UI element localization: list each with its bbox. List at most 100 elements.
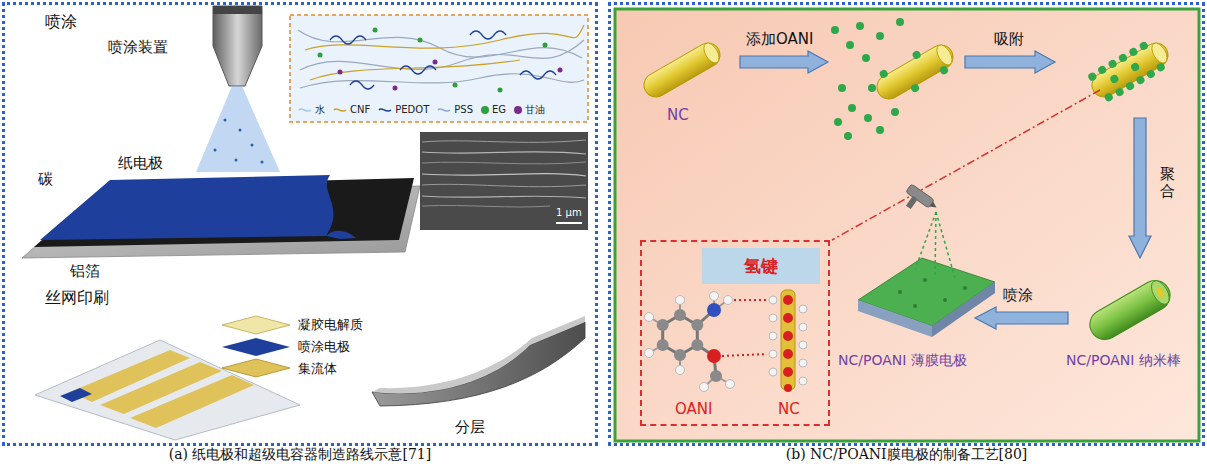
- legend-swatch: [481, 106, 489, 114]
- flexible-device: [372, 316, 585, 406]
- spray-mist: [235, 159, 238, 162]
- oani-molecules: [862, 54, 870, 62]
- zoom-link-line: [832, 90, 1100, 240]
- printed-substrate: [35, 340, 300, 440]
- spray-mist: [196, 86, 280, 172]
- nanorod: [1135, 75, 1146, 86]
- zoom-inset-a: [318, 53, 323, 58]
- nc-rod-model: [783, 313, 793, 323]
- sem-image: [420, 132, 588, 230]
- oani-molecule-model: [707, 303, 721, 317]
- sem-image: [420, 132, 588, 230]
- part-label: 分层: [455, 418, 485, 436]
- coated-nanorod: [1084, 275, 1175, 345]
- layer-stack: [222, 359, 290, 377]
- film-electrode: [858, 258, 995, 337]
- film-electrode: [932, 282, 995, 337]
- nanorod: [1088, 39, 1173, 102]
- legend-line-sample: [378, 106, 392, 114]
- nanorod: [939, 65, 950, 76]
- zoom-inset-a: [290, 15, 588, 122]
- oani-molecules: [834, 118, 842, 126]
- legend-text: 水: [315, 104, 325, 116]
- legend-line-sample: [334, 109, 346, 111]
- nanorod: [1109, 74, 1120, 85]
- sem-image: [422, 184, 586, 186]
- section-label: 丝网印刷: [45, 288, 109, 307]
- process-background: [615, 9, 1199, 441]
- nanorod: [934, 42, 955, 67]
- zoom-inset-a: [453, 83, 458, 88]
- nc-rod-model: [769, 368, 777, 376]
- film-electrode: [943, 298, 947, 302]
- sem-image: [422, 174, 586, 176]
- legend-item: 水: [298, 104, 325, 116]
- nanorod: [640, 39, 725, 102]
- oani-molecule-model: [657, 319, 669, 331]
- nc-rod-model: [784, 384, 792, 392]
- spray-mist: [915, 212, 955, 278]
- material-label: NC/POANI 薄膜电极: [838, 352, 967, 369]
- paper-electrode: [326, 231, 356, 239]
- nanorod: [1125, 81, 1136, 92]
- oani-molecule-model: [657, 339, 669, 351]
- oani-molecule-model: [645, 349, 654, 358]
- oani-molecules: [844, 132, 852, 140]
- step-label: 喷涂: [1003, 286, 1033, 304]
- nanorod: [910, 83, 921, 94]
- oani-molecule-model: [674, 349, 686, 361]
- legend-line-sample: [438, 109, 450, 111]
- spray-gun: [899, 184, 939, 221]
- section-label: 喷涂: [45, 12, 77, 31]
- nc-rod-model: [781, 290, 795, 390]
- nanorod: [1145, 69, 1156, 80]
- nanorod: [1130, 62, 1141, 73]
- paper-electrode: [40, 175, 356, 240]
- nc-rod-model: [783, 295, 793, 305]
- zoom-inset-a: [330, 36, 366, 44]
- oani-molecules: [848, 104, 856, 112]
- oani-molecule-model: [700, 383, 709, 392]
- nanorod: [878, 68, 889, 79]
- spray-gun: [906, 184, 935, 208]
- oani-molecules: [876, 32, 884, 40]
- zoom-inset-a: [558, 68, 563, 73]
- process-background: [615, 9, 1199, 441]
- legend-text: PSS: [454, 104, 473, 116]
- oani-molecules: [868, 84, 876, 92]
- oani-molecule-model: [676, 296, 685, 305]
- box-label: 氢键: [744, 256, 778, 276]
- oani-molecule-model: [724, 296, 733, 305]
- nc-rod-model: [783, 367, 793, 377]
- nanorod: [911, 49, 922, 60]
- oani-molecule-model: [645, 313, 654, 322]
- nanorod: [701, 40, 722, 65]
- nanorod: [1149, 40, 1170, 65]
- nc-rod-model: [799, 305, 807, 313]
- legend-text: 甘油: [525, 104, 545, 116]
- step-label: 聚合: [1160, 166, 1175, 199]
- process-arrow: [965, 51, 1055, 73]
- sem-image: [556, 222, 582, 224]
- oani-molecule-model: [691, 319, 703, 331]
- coated-nanorod: [1155, 286, 1166, 299]
- legend-item: CNF: [333, 104, 370, 116]
- layer-stack: [222, 338, 290, 356]
- oani-molecules: [831, 26, 839, 34]
- nc-rod-model: [769, 350, 777, 358]
- zoom-inset-a: [298, 30, 582, 58]
- legend-item: PSS: [437, 104, 473, 116]
- label-box: 氢键: [702, 248, 820, 284]
- spray-gun: [930, 202, 938, 210]
- oani-molecules: [838, 84, 846, 92]
- nc-rod-model: [769, 290, 807, 392]
- zoom-inset-a: [418, 38, 423, 43]
- spray-mist: [196, 86, 280, 172]
- legend-item: 甘油: [514, 104, 545, 116]
- process-arrow: [740, 51, 828, 73]
- legend-item: PEDOT: [378, 104, 429, 116]
- process-arrow: [975, 307, 1068, 329]
- oani-molecule-model: [707, 349, 721, 363]
- nc-rod-model: [783, 331, 793, 341]
- legend-swatch: [514, 106, 522, 114]
